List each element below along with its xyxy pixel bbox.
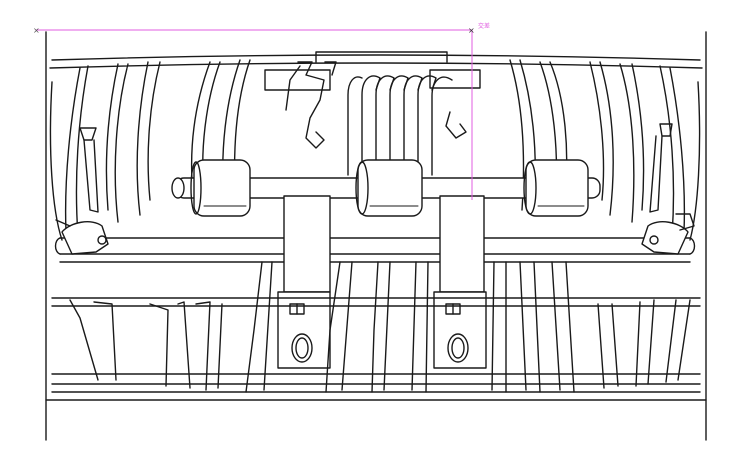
side-lever-left <box>79 127 99 213</box>
lower-ribs <box>69 261 691 393</box>
top-plate <box>264 51 481 91</box>
mount-bracket-right <box>433 195 487 369</box>
annotation-start-mark: × <box>33 26 40 35</box>
spring-fingers <box>347 75 453 176</box>
mount-bracket-left <box>277 195 331 369</box>
roller-right <box>523 159 589 217</box>
roller-center <box>355 159 423 217</box>
lower-guide-rails <box>45 297 707 401</box>
intersection-label: 交差 <box>478 22 490 30</box>
annotation-cross-mark: × <box>468 26 475 35</box>
side-lever-right <box>649 123 673 213</box>
shaft-clip-right <box>641 213 695 255</box>
intersection-annotation: × × 交差 <box>33 22 490 200</box>
lower-shaft <box>54 237 696 263</box>
hook-left <box>285 61 337 149</box>
frame-outline <box>45 31 707 441</box>
shaft-clip-left <box>55 219 109 255</box>
hook-right <box>445 111 467 139</box>
roller-left <box>190 159 251 217</box>
